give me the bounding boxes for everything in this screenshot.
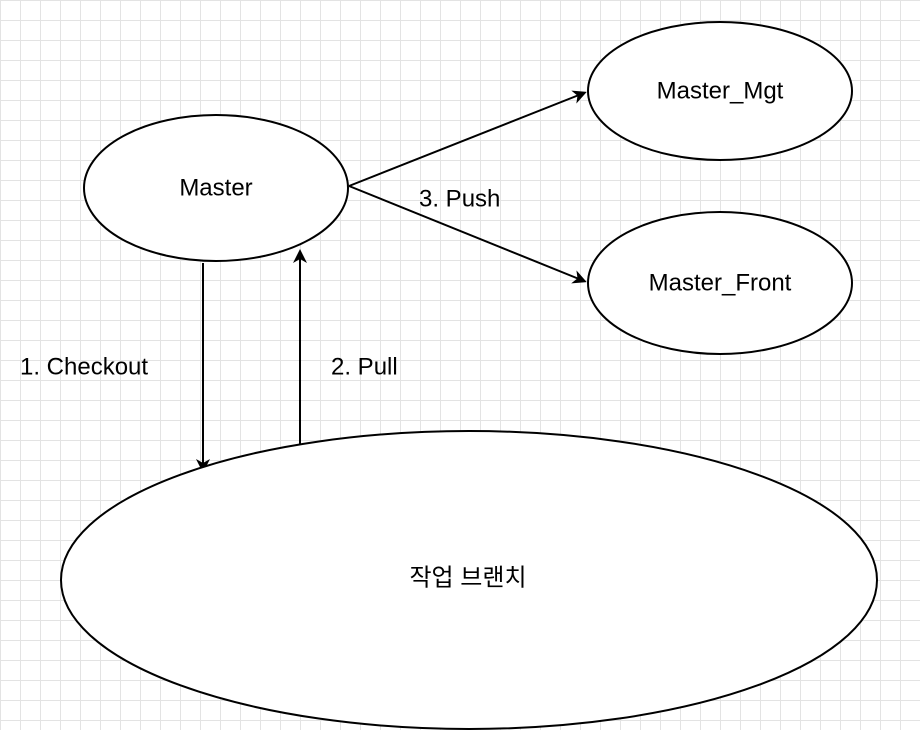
pull-label: 2. Pull <box>331 354 398 381</box>
work-branch-node[interactable]: 작업 브랜치 <box>60 430 878 730</box>
master-node[interactable]: Master <box>83 114 349 262</box>
master-front-ellipse <box>587 211 853 355</box>
checkout-label: 1. Checkout <box>20 354 148 381</box>
master-ellipse <box>83 114 349 262</box>
master-mgt-ellipse <box>587 21 853 161</box>
master-label: Master <box>179 175 252 202</box>
master-front-node[interactable]: Master_Front <box>587 211 853 355</box>
work-branch-ellipse <box>60 430 878 730</box>
master-mgt-label: Master_Mgt <box>657 78 784 105</box>
push-label: 3. Push <box>419 186 500 213</box>
master-mgt-node[interactable]: Master_Mgt <box>587 21 853 161</box>
push-arrow-to-master-mgt <box>348 90 587 187</box>
work-branch-label: 작업 브랜치 <box>409 565 526 592</box>
push-arrow-to-master-front <box>348 185 587 284</box>
master-front-label: Master_Front <box>649 270 792 297</box>
